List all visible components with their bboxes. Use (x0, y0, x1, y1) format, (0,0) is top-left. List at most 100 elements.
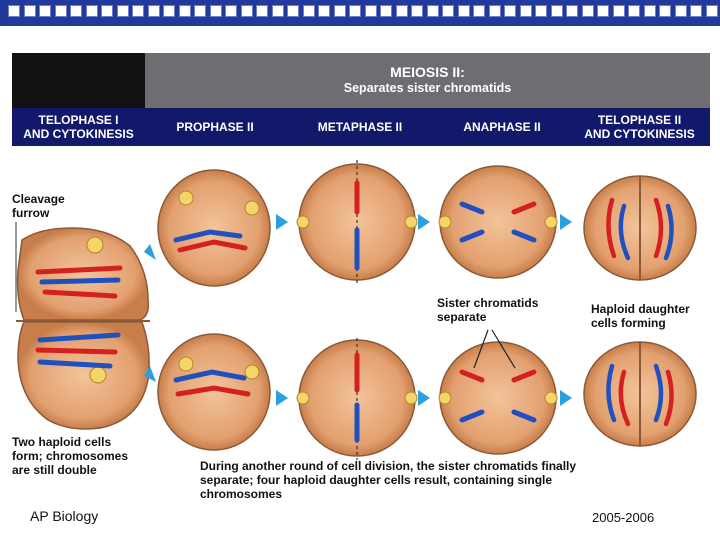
label-line: Cleavage (12, 192, 65, 206)
decorative-square (178, 5, 191, 17)
decorative-square (674, 5, 687, 17)
decorative-square (411, 5, 423, 17)
decorative-square (132, 5, 144, 17)
arrow-icon (560, 390, 572, 406)
decorative-square (395, 5, 408, 17)
decorative-square (85, 5, 98, 17)
phase-prophase-2: PROPHASE II (150, 120, 280, 134)
decorative-square (318, 5, 330, 17)
decorative-square (54, 5, 67, 17)
figure-caption: During another round of cell division, t… (200, 459, 700, 501)
footer-year: 2005-2006 (592, 510, 655, 525)
decorative-square (256, 5, 268, 17)
phase-anaphase-2: ANAPHASE II (437, 120, 567, 134)
decorative-square (488, 5, 501, 17)
decorative-square (194, 5, 206, 17)
decorative-square (659, 5, 671, 17)
decorative-square (101, 5, 113, 17)
decorative-square (566, 5, 578, 17)
arrow-icon (144, 366, 156, 382)
decorative-square (535, 5, 547, 17)
decorative-square (426, 5, 439, 17)
transition-arrows (144, 214, 572, 406)
phase-label-sub: AND CYTOKINESIS (23, 127, 134, 141)
caption-line: separate; four haploid daughter cells re… (200, 473, 553, 487)
decorative-square (705, 5, 718, 17)
phase-telophase-1: TELOPHASE I AND CYTOKINESIS (12, 113, 145, 141)
prophase-2-cell-bottom (157, 333, 271, 451)
decorative-square (519, 5, 532, 17)
decorative-square (116, 5, 129, 17)
caption-line: chromosomes (200, 487, 283, 501)
decorative-square (473, 5, 485, 17)
decorative-square (628, 5, 640, 17)
label-line: are still double (12, 463, 97, 477)
phase-label: PROPHASE II (176, 120, 254, 134)
label-line: form; chromosomes (12, 449, 129, 463)
prophase-2-cell-top (157, 169, 271, 287)
phase-telophase-2: TELOPHASE II AND CYTOKINESIS (572, 113, 707, 141)
arrow-icon (418, 390, 430, 406)
phase-label: TELOPHASE II (597, 113, 682, 127)
decorative-square (70, 5, 82, 17)
metaphase-2-cell-bottom (296, 338, 418, 460)
arrow-icon (418, 214, 430, 230)
decorative-square (8, 5, 20, 17)
label-line: Haploid daughter (591, 302, 690, 316)
decorative-square (287, 5, 299, 17)
label-haploid-forming: Haploid daughter cells forming (591, 302, 690, 330)
phase-metaphase-2: METAPHASE II (295, 120, 425, 134)
label-line: separate (437, 310, 487, 324)
telophase-1-chromosomes (35, 265, 123, 369)
telophase-1-cell (16, 227, 150, 430)
decorative-square (581, 5, 594, 17)
meiosis-title: MEIOSIS II: (390, 64, 465, 80)
decorative-square (333, 5, 346, 17)
decorative-square (302, 5, 315, 17)
decorative-square (147, 5, 160, 17)
decorative-square (504, 5, 516, 17)
decorative-square (271, 5, 284, 17)
header-meiosis-band (145, 53, 710, 108)
caption-line: During another round of cell division, t… (200, 459, 577, 473)
label-line: Two haploid cells (12, 435, 112, 449)
telophase-2-cell-bottom (583, 341, 697, 447)
label-two-haploid-cells: Two haploid cells form; chromosomes are … (12, 435, 128, 477)
label-cleavage-furrow: Cleavage furrow (12, 192, 65, 220)
anaphase-2-cell-top (438, 165, 558, 279)
decorative-square (364, 5, 377, 17)
decorative-square (550, 5, 563, 17)
decorative-square (39, 5, 51, 17)
decorative-square (612, 5, 625, 17)
decorative-square (163, 5, 175, 17)
decorative-square (442, 5, 454, 17)
metaphase-2-cell-top (296, 160, 418, 286)
anaphase-2-cell-bottom (438, 329, 558, 455)
decorative-square (349, 5, 361, 17)
top-decorative-bar (0, 0, 720, 26)
decorative-square (225, 5, 237, 17)
decorative-square (380, 5, 392, 17)
phase-label: TELOPHASE I (38, 113, 119, 127)
decorative-square (240, 5, 253, 17)
decorative-square (597, 5, 609, 17)
header-black-cell (12, 53, 145, 108)
meiosis-subtitle: Separates sister chromatids (343, 81, 512, 95)
phase-label-sub: AND CYTOKINESIS (584, 127, 695, 141)
phase-label: METAPHASE II (317, 120, 403, 134)
arrow-icon (276, 390, 288, 406)
label-line: Sister chromatids (437, 296, 539, 310)
phase-label: ANAPHASE II (463, 120, 541, 134)
label-line: furrow (12, 206, 50, 220)
telophase-2-cell-top (583, 175, 697, 281)
decorative-square (209, 5, 222, 17)
label-sister-chromatids: Sister chromatids separate (437, 296, 538, 324)
decorative-square (23, 5, 36, 17)
arrow-icon (560, 214, 572, 230)
decorative-square (457, 5, 470, 17)
footer-course: AP Biology (30, 508, 99, 524)
decorative-square (643, 5, 656, 17)
arrow-icon (144, 244, 156, 260)
label-line: cells forming (591, 316, 666, 330)
